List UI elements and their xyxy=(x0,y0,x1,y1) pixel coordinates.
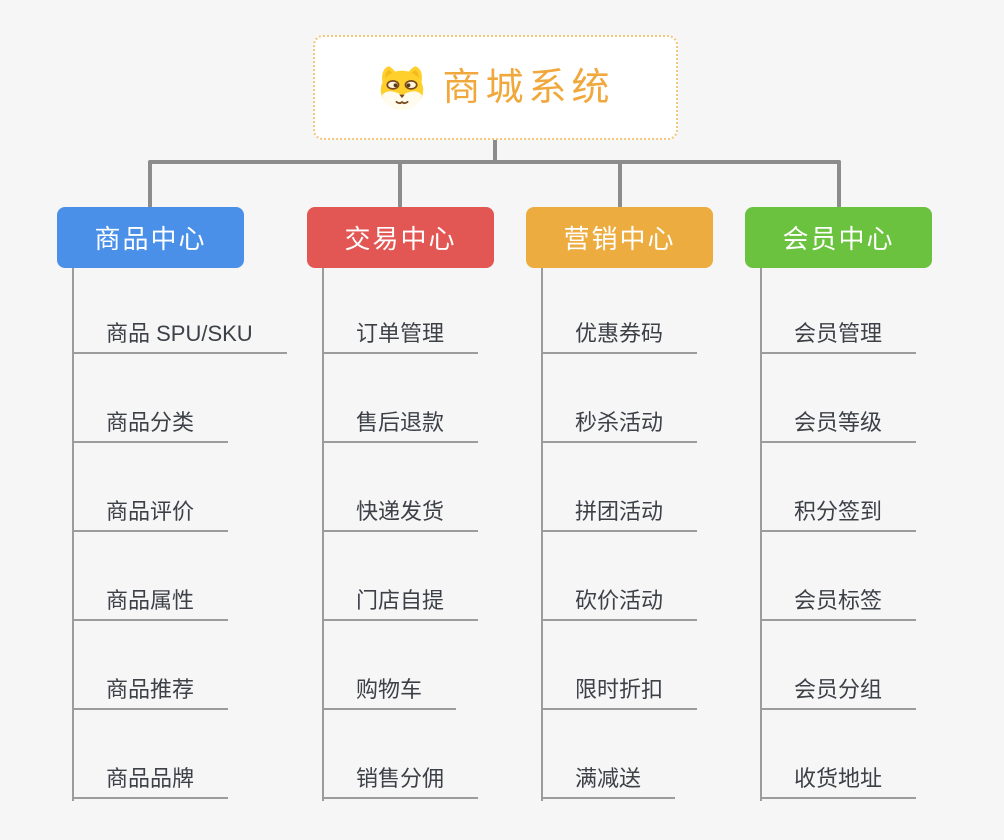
leaf-label: 门店自提 xyxy=(356,587,445,613)
leaf-label: 会员管理 xyxy=(794,320,883,346)
leaf-label: 会员分组 xyxy=(794,676,883,702)
branch-label: 会员中心 xyxy=(782,224,895,254)
branch-1: 商品中心 商品 SPU/SKU 商品分类 商品评价 商品属性 商品推荐 商品品牌 xyxy=(57,207,287,827)
leaf-node-4-4[interactable]: 会员标签 xyxy=(762,585,917,621)
branch-children-column: 会员管理 会员等级 积分签到 会员标签 会员分组 收货地址 xyxy=(760,268,965,801)
branch-children-column: 订单管理 售后退款 快递发货 门店自提 购物车 销售分佣 xyxy=(322,268,527,801)
leaf-label: 砍价活动 xyxy=(575,587,664,613)
branch-children-column: 商品 SPU/SKU 商品分类 商品评价 商品属性 商品推荐 商品品牌 xyxy=(72,268,287,801)
branch-label: 商品中心 xyxy=(94,224,207,254)
dog-icon xyxy=(381,66,424,110)
root-title: 商城系统 xyxy=(442,66,615,109)
leaf-node-1-5[interactable]: 商品推荐 xyxy=(74,674,229,710)
connector-horizontal-bar xyxy=(149,160,841,164)
leaf-node-4-1[interactable]: 会员管理 xyxy=(762,318,917,354)
leaf-node-3-4[interactable]: 砍价活动 xyxy=(543,585,698,621)
branch-node-3[interactable]: 营销中心 xyxy=(526,207,713,268)
leaf-node-2-2[interactable]: 售后退款 xyxy=(324,407,479,443)
leaf-label: 订单管理 xyxy=(356,320,445,346)
leaf-node-2-4[interactable]: 门店自提 xyxy=(324,585,479,621)
connector-root-stub xyxy=(493,139,497,162)
branch-children-column: 优惠券码 秒杀活动 拼团活动 砍价活动 限时折扣 满减送 xyxy=(541,268,746,801)
leaf-node-2-3[interactable]: 快递发货 xyxy=(324,496,479,532)
leaf-label: 会员标签 xyxy=(794,587,883,613)
leaf-label: 收货地址 xyxy=(794,765,883,791)
leaf-label: 限时折扣 xyxy=(575,676,664,702)
leaf-label: 秒杀活动 xyxy=(575,409,664,435)
leaf-node-3-6[interactable]: 满减送 xyxy=(543,763,676,799)
leaf-node-3-1[interactable]: 优惠券码 xyxy=(543,318,698,354)
connector-drop-4 xyxy=(837,160,841,208)
leaf-label: 购物车 xyxy=(356,676,423,702)
leaf-label: 商品 SPU/SKU xyxy=(106,320,253,346)
leaf-node-3-5[interactable]: 限时折扣 xyxy=(543,674,698,710)
leaf-label: 售后退款 xyxy=(356,409,445,435)
leaf-label: 快递发货 xyxy=(356,498,445,524)
root-node[interactable]: 商城系统 xyxy=(313,35,678,140)
branch-4: 会员中心 会员管理 会员等级 积分签到 会员标签 会员分组 收货地址 xyxy=(745,207,965,827)
leaf-label: 商品推荐 xyxy=(106,676,195,702)
connector-drop-2 xyxy=(398,160,402,208)
leaf-node-4-2[interactable]: 会员等级 xyxy=(762,407,917,443)
leaf-node-4-6[interactable]: 收货地址 xyxy=(762,763,917,799)
branch-3: 营销中心 优惠券码 秒杀活动 拼团活动 砍价活动 限时折扣 满减送 xyxy=(526,207,746,827)
leaf-label: 满减送 xyxy=(575,765,642,791)
leaf-node-3-2[interactable]: 秒杀活动 xyxy=(543,407,698,443)
leaf-node-1-4[interactable]: 商品属性 xyxy=(74,585,229,621)
leaf-label: 积分签到 xyxy=(794,498,883,524)
leaf-node-1-2[interactable]: 商品分类 xyxy=(74,407,229,443)
leaf-label: 商品分类 xyxy=(106,409,195,435)
branch-label: 营销中心 xyxy=(563,224,676,254)
branch-label: 交易中心 xyxy=(344,224,457,254)
connector-drop-1 xyxy=(148,160,152,208)
leaf-node-1-3[interactable]: 商品评价 xyxy=(74,496,229,532)
branch-node-1[interactable]: 商品中心 xyxy=(57,207,244,268)
leaf-node-4-5[interactable]: 会员分组 xyxy=(762,674,917,710)
leaf-node-1-1[interactable]: 商品 SPU/SKU xyxy=(74,318,287,354)
branch-node-2[interactable]: 交易中心 xyxy=(307,207,494,268)
branch-node-4[interactable]: 会员中心 xyxy=(745,207,932,268)
leaf-node-2-1[interactable]: 订单管理 xyxy=(324,318,479,354)
leaf-node-1-6[interactable]: 商品品牌 xyxy=(74,763,229,799)
leaf-label: 商品品牌 xyxy=(106,765,195,791)
leaf-node-3-3[interactable]: 拼团活动 xyxy=(543,496,698,532)
leaf-label: 拼团活动 xyxy=(575,498,664,524)
leaf-label: 会员等级 xyxy=(794,409,883,435)
leaf-label: 商品评价 xyxy=(106,498,195,524)
leaf-label: 销售分佣 xyxy=(356,765,445,791)
branch-2: 交易中心 订单管理 售后退款 快递发货 门店自提 购物车 销售分佣 xyxy=(307,207,527,827)
leaf-label: 商品属性 xyxy=(106,587,195,613)
connector-drop-3 xyxy=(618,160,622,208)
leaf-node-2-6[interactable]: 销售分佣 xyxy=(324,763,479,799)
leaf-node-4-3[interactable]: 积分签到 xyxy=(762,496,917,532)
leaf-node-2-5[interactable]: 购物车 xyxy=(324,674,457,710)
leaf-label: 优惠券码 xyxy=(575,320,664,346)
